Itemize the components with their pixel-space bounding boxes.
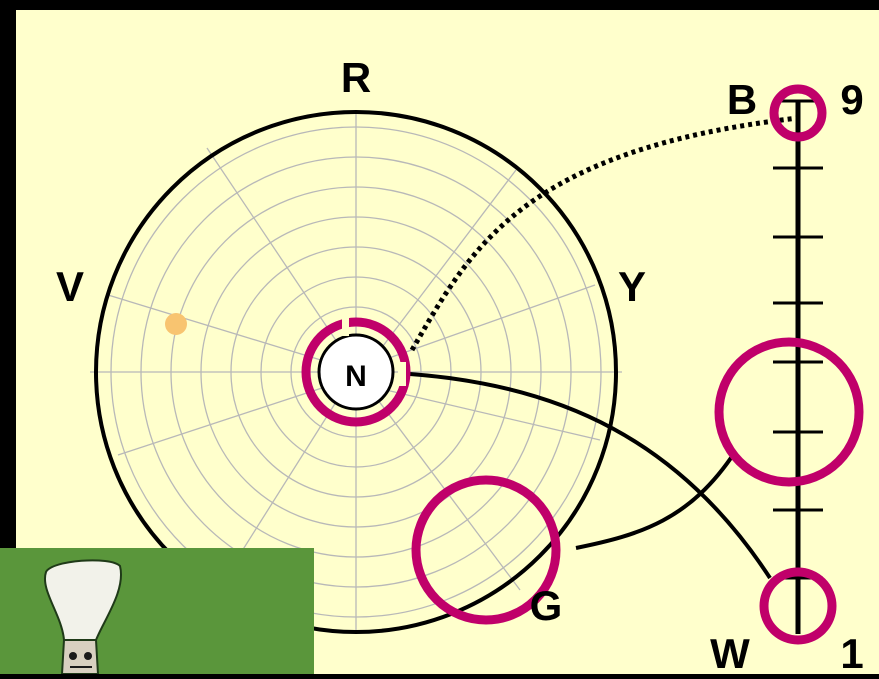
sample-color-dot [165, 313, 187, 335]
label-center: N [345, 360, 367, 393]
label-top: R [341, 54, 371, 101]
ring-gap-mark [342, 318, 349, 336]
scale-label-bottom-left: W [710, 630, 750, 674]
scale-label-bottom-right: 1 [840, 630, 863, 674]
ring-gap-mark [398, 362, 406, 386]
label-right: Y [618, 263, 646, 310]
scale-label-top-right: 9 [840, 76, 863, 123]
label-lower-right: G [530, 582, 563, 629]
label-left: V [56, 263, 84, 310]
thumbnail-image [0, 548, 314, 674]
scale-label-top-left: B [727, 76, 757, 123]
